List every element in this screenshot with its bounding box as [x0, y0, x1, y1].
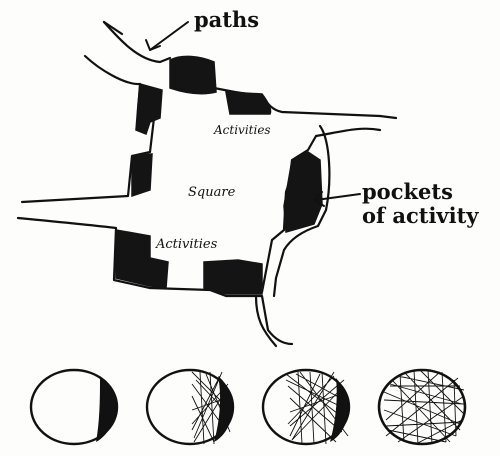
pocket-right	[283, 151, 323, 233]
pockets-callout: pockets of activity	[313, 179, 479, 228]
activities-bottom-label: Activities	[155, 237, 218, 252]
circle-sequence	[29, 368, 467, 446]
pocket-top	[169, 55, 217, 95]
circle-1-hatch	[96, 376, 117, 442]
pocket-left-upper	[135, 83, 163, 135]
pockets-label-line1: pockets	[362, 179, 453, 204]
square-label: Square	[188, 185, 236, 200]
circle-2	[145, 368, 235, 446]
circle-2-hatch	[191, 371, 233, 445]
pockets-label-line2: of activity	[362, 203, 479, 228]
pocket-bottom-left	[115, 229, 169, 289]
circle-3	[261, 368, 351, 446]
paths-callout: paths	[145, 7, 259, 51]
pocket-bottom-right	[203, 259, 263, 295]
pocket-left-lower	[131, 153, 153, 198]
circle-3-hatch	[285, 371, 349, 445]
activity-pockets	[115, 55, 323, 295]
circle-4-hatch	[383, 369, 465, 445]
circle-4	[377, 368, 467, 446]
paths-label: paths	[194, 7, 259, 32]
circle-1	[29, 368, 119, 446]
pocket-top-right	[225, 91, 272, 115]
activities-top-label: Activities	[213, 123, 271, 137]
